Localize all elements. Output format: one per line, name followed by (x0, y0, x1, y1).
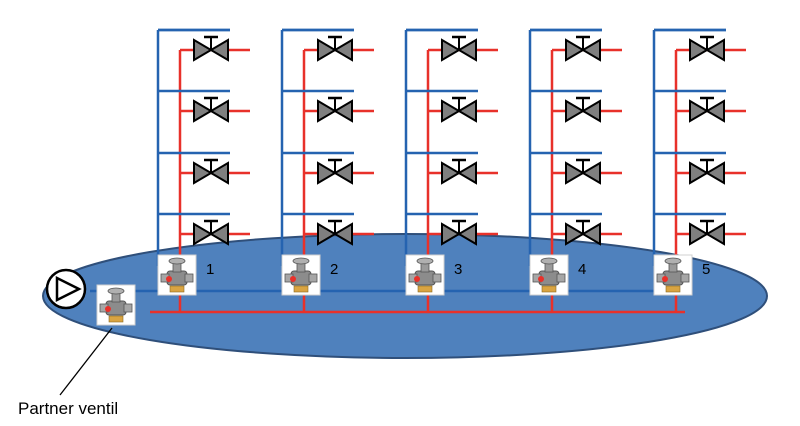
partner-valve-pointer (59, 327, 113, 396)
partner-valve-icon (96, 284, 136, 326)
radiator-valve-icon (193, 158, 229, 185)
radiator-valve-icon (689, 219, 725, 246)
radiator-valve-icon (689, 35, 725, 62)
radiator-valve-icon (317, 219, 353, 246)
balancing-valve-icon (281, 254, 321, 296)
riser-1: 1 (156, 28, 250, 312)
radiator-valve-icon (441, 35, 477, 62)
radiator-valve-icon (317, 158, 353, 185)
riser-label: 2 (330, 261, 338, 278)
riser-4: 4 (528, 28, 622, 312)
radiator-valve-icon (441, 96, 477, 123)
pump-icon (45, 268, 87, 310)
radiator-valve-icon (689, 158, 725, 185)
riser-label: 1 (206, 261, 214, 278)
radiator-valve-icon (689, 96, 725, 123)
radiator-valve-icon (565, 96, 601, 123)
radiator-valve-icon (441, 158, 477, 185)
balancing-valve-icon (653, 254, 693, 296)
radiator-valve-icon (441, 219, 477, 246)
radiator-valve-icon (193, 35, 229, 62)
radiator-valve-icon (193, 96, 229, 123)
radiator-valve-icon (565, 219, 601, 246)
radiator-valve-icon (317, 96, 353, 123)
riser-3: 3 (404, 28, 498, 312)
riser-label: 3 (454, 261, 462, 278)
riser-2: 2 (280, 28, 374, 312)
radiator-valve-icon (565, 158, 601, 185)
partner-valve-label: Partner ventil (18, 399, 118, 418)
riser-label: 4 (578, 261, 586, 278)
balancing-valve-icon (405, 254, 445, 296)
radiator-valve-icon (565, 35, 601, 62)
riser-label: 5 (702, 261, 710, 278)
balancing-valve-icon (157, 254, 197, 296)
radiator-valve-icon (317, 35, 353, 62)
radiator-valve-icon (193, 219, 229, 246)
riser-5: 5 (652, 28, 746, 312)
balancing-valve-icon (529, 254, 569, 296)
